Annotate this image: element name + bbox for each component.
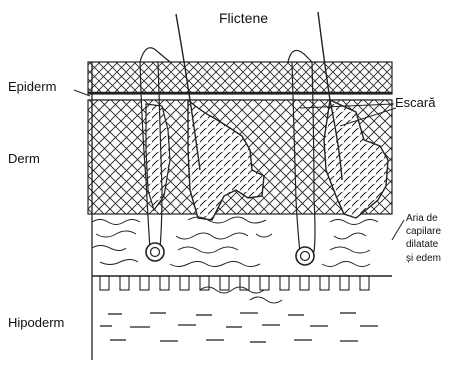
label-aria-line: Aria de xyxy=(406,212,441,225)
label-escara: Escară xyxy=(395,96,435,109)
label-derm: Derm xyxy=(8,152,40,165)
label-aria-capilare: Aria de capilare dilatate și edem xyxy=(406,212,441,265)
label-hipoderm: Hipoderm xyxy=(8,316,64,329)
hair-bulb-left xyxy=(146,243,164,261)
label-aria-line: capilare xyxy=(406,225,441,238)
hypodermis-layer xyxy=(100,313,378,342)
label-flictene: Flictene xyxy=(219,11,268,25)
label-epiderm: Epiderm xyxy=(8,80,56,93)
label-aria-line: și edem xyxy=(406,252,441,265)
blister-left xyxy=(140,48,170,62)
leader-aria xyxy=(392,220,404,240)
label-aria-line: dilatate xyxy=(406,238,441,251)
blister-right xyxy=(288,50,312,62)
edema-zone xyxy=(92,217,378,303)
epidermis-layer xyxy=(88,62,392,94)
hair-bulb-right xyxy=(296,247,314,265)
